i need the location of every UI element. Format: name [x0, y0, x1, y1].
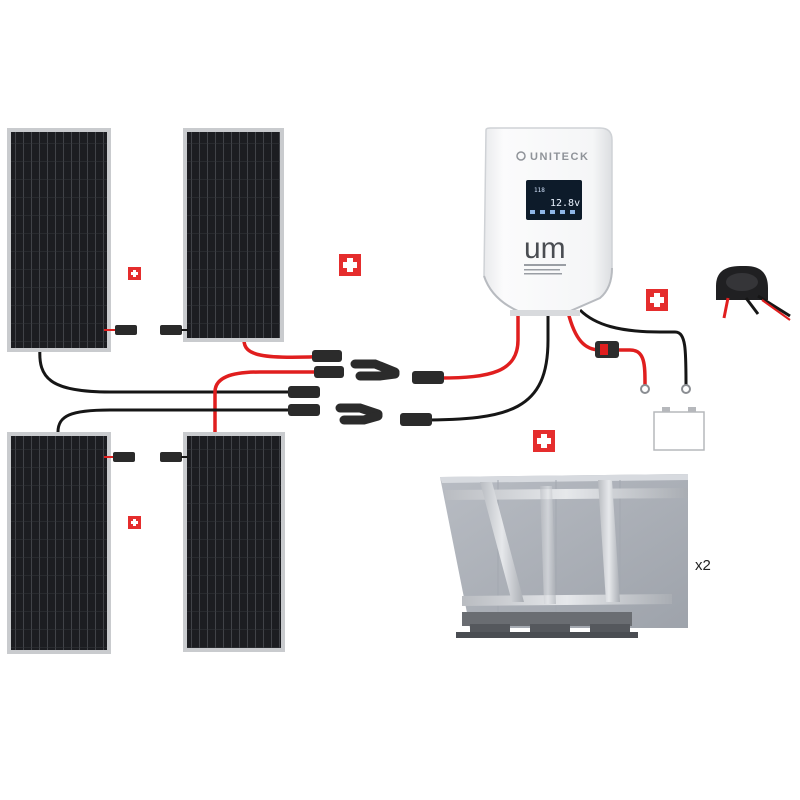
negative-cable-panel-c [56, 408, 300, 433]
brand-name: UNITECK [530, 151, 589, 163]
charge-controller: UNITECK 118 12.8v um [483, 127, 613, 316]
tilt-mount-bracket-icon [440, 474, 688, 638]
positive-cable-to-controller [439, 312, 520, 380]
spec-label [524, 264, 566, 275]
negative-cable-to-controller [419, 312, 550, 422]
lcd-status-icons [530, 210, 575, 214]
lcd-main-reading: 12.8v [550, 198, 580, 209]
solar-panel-bottom-right [183, 432, 285, 652]
solar-panel-top-right [183, 128, 284, 342]
plus-badge-icon [646, 289, 668, 311]
plus-badge-icon [128, 267, 141, 280]
mc4-branch-connectors [288, 350, 444, 426]
solar-panel-top-left [7, 128, 111, 352]
cable-entry-gland-icon [716, 266, 791, 321]
quantity-label: x2 [695, 557, 711, 574]
plus-badge-icon [533, 430, 555, 452]
plus-badge-icon [128, 516, 141, 529]
negative-cable-panel-a [38, 347, 300, 394]
ring-terminal-negative [681, 384, 691, 394]
model-logo: um [524, 232, 566, 265]
cable-harness [38, 308, 688, 433]
ring-terminal-positive [640, 384, 650, 394]
plus-badge-icon [339, 254, 361, 276]
solar-panel-bottom-left [7, 432, 111, 654]
inline-fuse-holder [595, 341, 619, 358]
lcd-top-reading: 118 [534, 187, 545, 194]
mc4-connector-bottom [104, 452, 188, 462]
mc4-connector-top [104, 325, 188, 335]
positive-cable-panel-b [242, 339, 331, 360]
battery-icon [653, 407, 705, 451]
positive-cable-panel-d [213, 370, 320, 432]
battery-negative-cable [578, 308, 688, 386]
brand-logo-icon [516, 151, 526, 161]
